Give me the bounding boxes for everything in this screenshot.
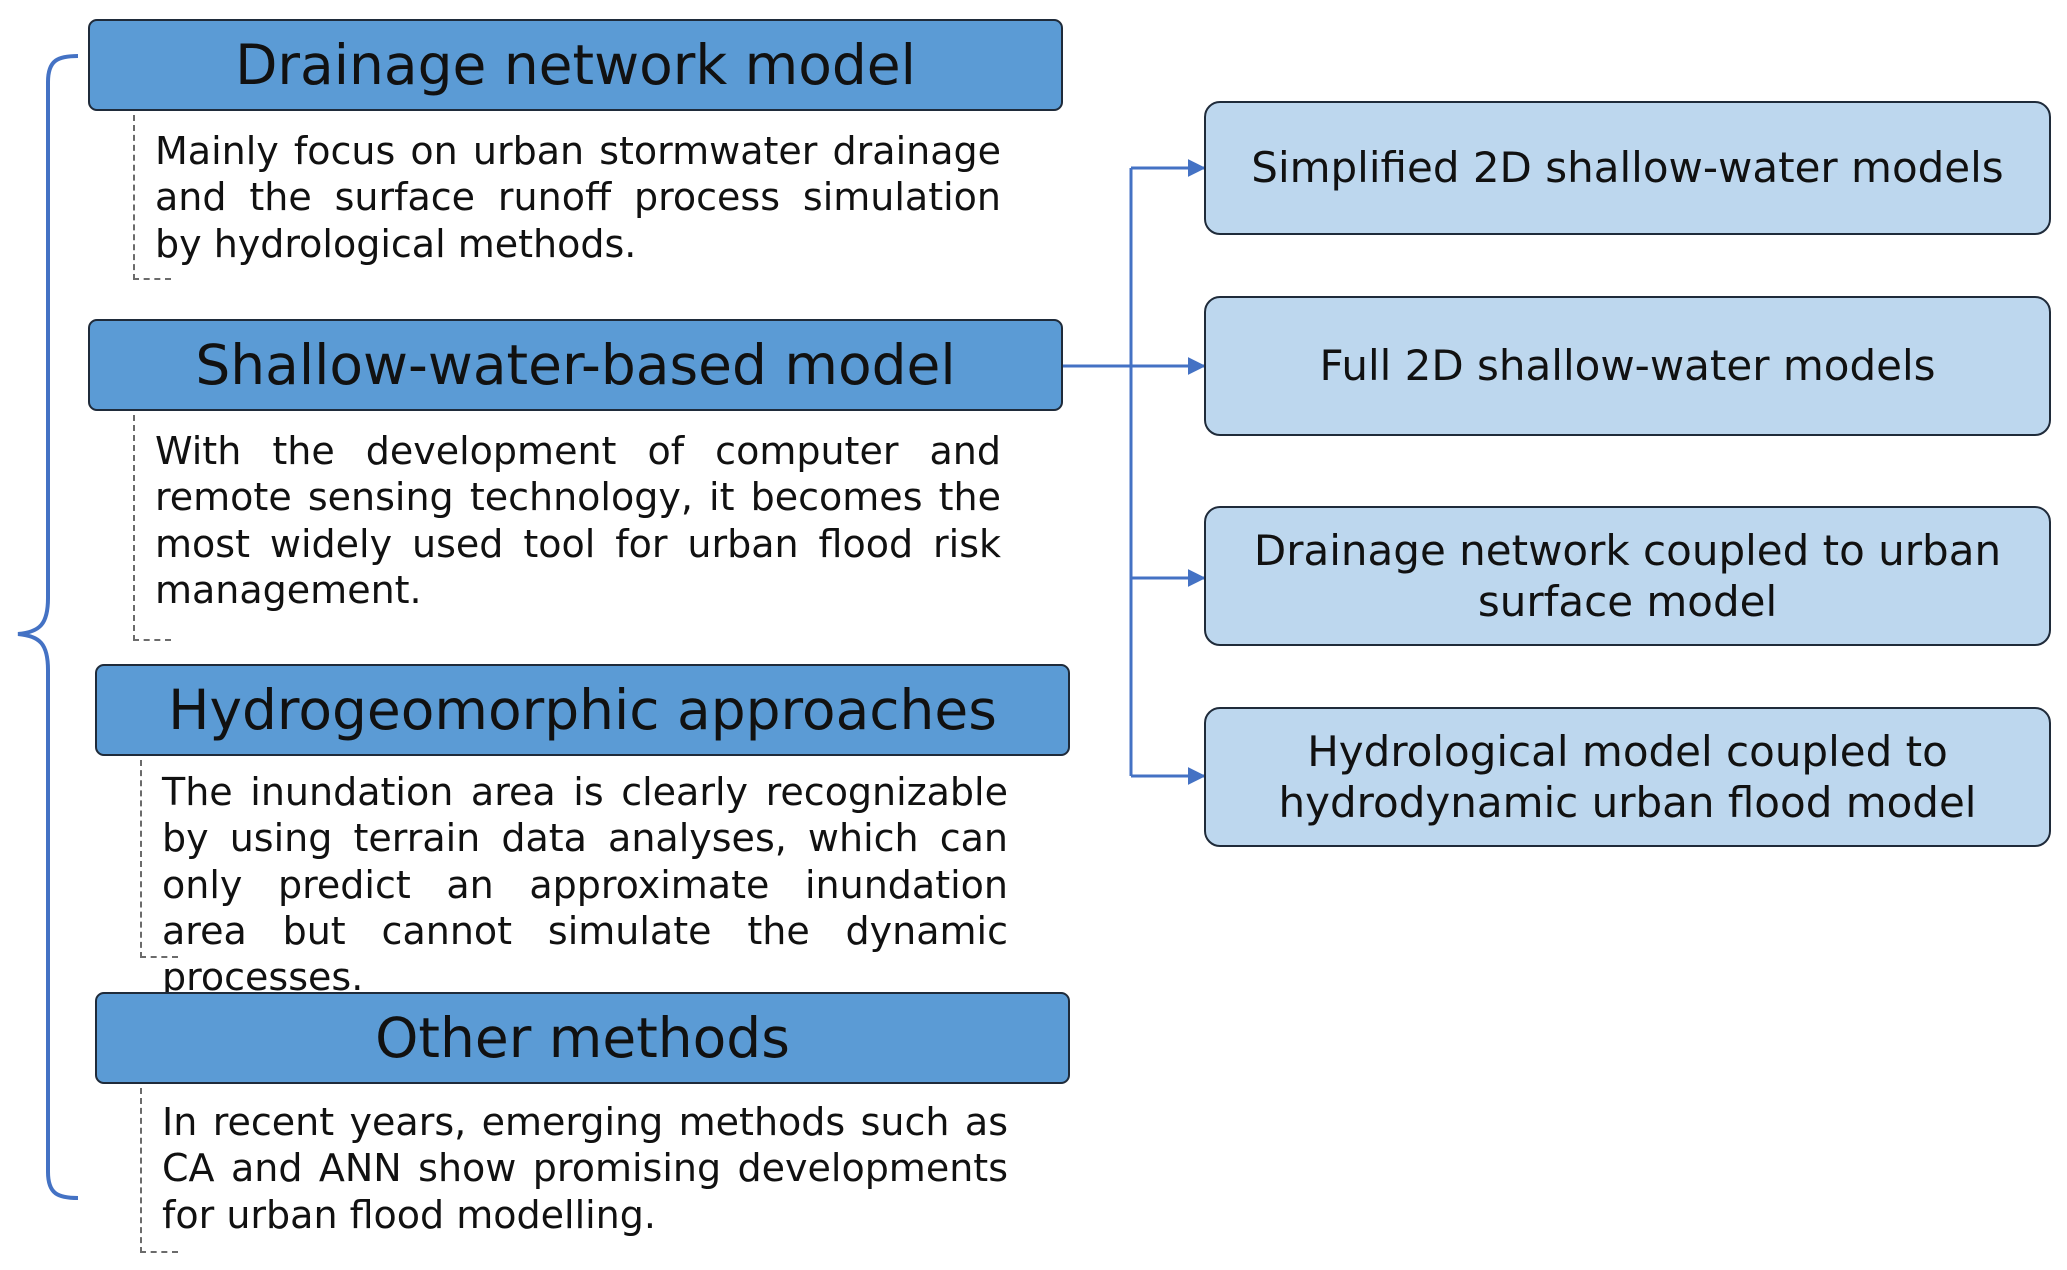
description-hydrogeomorphic-approaches: The inundation area is clearly recogniza… (162, 770, 1008, 1000)
subtype-drainage-coupled-surface: Drainage network coupled to urban surfac… (1204, 506, 2051, 646)
subtype-full-2d: Full 2D shallow-water models (1204, 296, 2051, 436)
description-shallow-water-based-model: With the development of computer and rem… (155, 429, 1001, 613)
subtype-simplified-2d: Simplified 2D shallow-water models (1204, 101, 2051, 235)
description-other-methods: In recent years, emerging methods such a… (162, 1100, 1008, 1237)
description-drainage-network-model: Mainly focus on urban stormwater drainag… (155, 129, 1001, 266)
dashed-connector (133, 415, 171, 641)
header-hydrogeomorphic-approaches: Hydrogeomorphic approaches (95, 664, 1070, 756)
dashed-connector (140, 760, 178, 958)
dashed-connector (140, 1088, 178, 1253)
dashed-connector (133, 115, 171, 280)
header-other-methods: Other methods (95, 992, 1070, 1084)
header-shallow-water-based-model: Shallow-water-based model (88, 319, 1063, 411)
left-brace (17, 54, 79, 1200)
header-drainage-network-model: Drainage network model (88, 19, 1063, 111)
subtype-hydrological-coupled-hydrodynamic: Hydrological model coupled to hydrodynam… (1204, 707, 2051, 847)
